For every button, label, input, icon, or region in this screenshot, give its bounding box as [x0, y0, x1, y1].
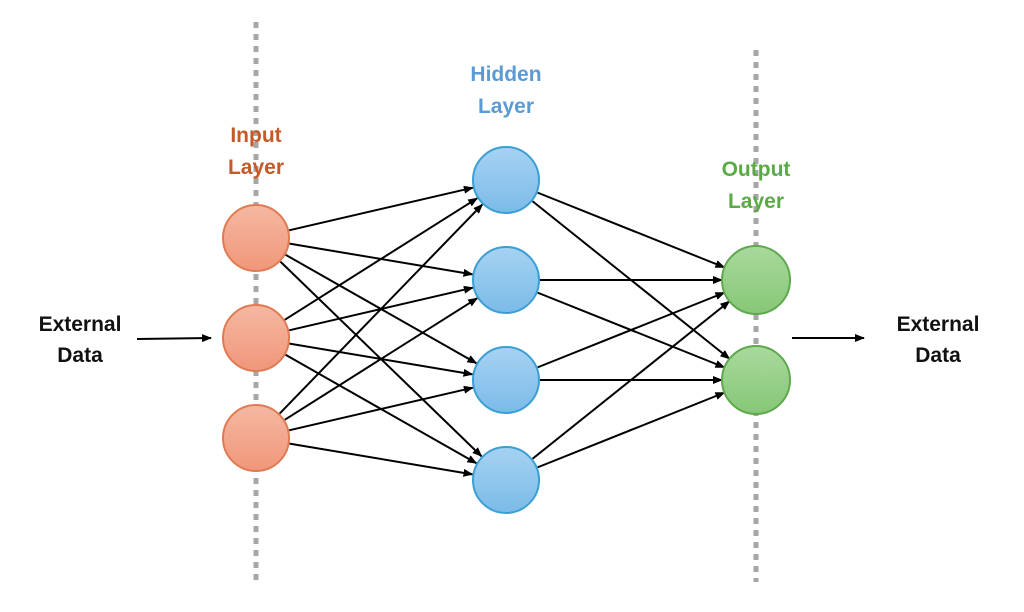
nodes	[222, 146, 791, 514]
output-layer-label-line2: Layer	[728, 190, 784, 213]
input-node-1	[222, 204, 290, 272]
edge-hidden-1-to-output-1	[537, 191, 726, 269]
hidden-layer-label-line2: Layer	[478, 95, 534, 118]
external-data-out-line1: External	[897, 313, 980, 336]
external-data-out-line2: Data	[915, 344, 961, 367]
input-layer-label-line2: Layer	[228, 156, 284, 179]
edge-hidden-3-to-output-1	[537, 291, 726, 369]
hidden-node-1	[472, 146, 540, 214]
hidden-node-2	[472, 246, 540, 314]
edge-input-3-to-hidden-3	[288, 385, 474, 432]
edge-hidden-4-to-output-1	[531, 300, 731, 460]
edge-input-1-to-hidden-1	[288, 185, 474, 232]
output-node-2	[721, 345, 791, 415]
hidden-layer-label-line1: Hidden	[470, 63, 541, 86]
input-layer-label-line1: Input	[230, 124, 281, 147]
edge-input-3-to-hidden-2	[284, 297, 479, 421]
external-data-in-line2: Data	[57, 344, 103, 367]
edge-input-2-to-hidden-1	[284, 197, 479, 321]
edge-input-3-to-hidden-4	[289, 442, 474, 477]
output-node-1	[721, 245, 791, 315]
hidden-node-3	[472, 346, 540, 414]
input-node-3	[222, 404, 290, 472]
external-data-in-line1: External	[39, 313, 122, 336]
output-layer-label-line1: Output	[722, 158, 791, 181]
input-node-2	[222, 304, 290, 372]
edge-hidden-4-to-output-2	[537, 391, 726, 469]
connections	[278, 185, 731, 477]
external-data-in-arrow	[136, 334, 212, 343]
hidden-node-4	[472, 446, 540, 514]
edge-input-3-to-hidden-1	[278, 203, 484, 415]
